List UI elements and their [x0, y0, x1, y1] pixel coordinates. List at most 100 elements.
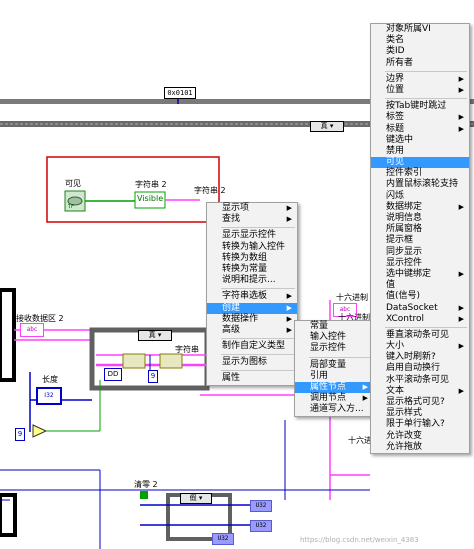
create-submenu-item[interactable]: 局部变量	[295, 360, 373, 371]
recv-string-terminal[interactable]: abc	[20, 323, 44, 337]
case-selector-top[interactable]: 真 ▾	[310, 121, 344, 132]
property-menu-item[interactable]: 同步显示	[371, 247, 469, 258]
property-menu-item[interactable]: DataSocket▶	[371, 303, 469, 314]
create-submenu: 常量输入控件显示控件局部变量引用属性节点▶调用节点▶通道写入方...	[294, 320, 374, 417]
property-menu-item[interactable]: 标题▶	[371, 124, 469, 135]
property-menu-item[interactable]: 文本▶	[371, 386, 469, 397]
create-submenu-item[interactable]: 常量	[295, 321, 373, 332]
visible-property-node[interactable]: Visible	[137, 194, 164, 203]
context-menu-item-label: 属性	[222, 373, 241, 384]
property-menu-item[interactable]: 对象所属VI	[371, 24, 469, 35]
property-menu-item-label: 闪烁	[386, 190, 405, 201]
property-menu-item[interactable]: 所属窗格	[371, 224, 469, 235]
context-menu-item[interactable]: 制作自定义类型	[207, 341, 297, 352]
property-menu-item[interactable]: XControl▶	[371, 314, 469, 325]
property-menu-item-label: 位置	[386, 84, 405, 95]
u32-terminal-2[interactable]: U32	[250, 520, 272, 532]
property-menu-item[interactable]: 启用自动换行	[371, 363, 469, 374]
property-menu-item-label: 值(信号)	[386, 291, 421, 302]
property-menu-item[interactable]: 选中键绑定▶	[371, 269, 469, 280]
hex-label-3: 十六进	[348, 436, 372, 445]
submenu-arrow-icon: ▶	[286, 204, 292, 212]
context-menu-item[interactable]: 属性	[207, 373, 297, 384]
property-menu-item[interactable]: 大小▶	[371, 341, 469, 352]
dd-constant[interactable]: DD	[104, 368, 122, 381]
create-submenu-item[interactable]: 通道写入方...	[295, 404, 373, 415]
context-menu-item[interactable]: 显示显示控件	[207, 230, 297, 241]
property-menu-item[interactable]: 禁用	[371, 146, 469, 157]
context-menu-item[interactable]: 查找▶	[207, 214, 297, 225]
property-menu-item-label: 同步显示	[386, 246, 423, 257]
property-menu-item[interactable]: 类名	[371, 35, 469, 46]
property-menu-item-label: 边界	[386, 73, 405, 84]
property-menu-item[interactable]: 数据绑定▶	[371, 202, 469, 213]
property-menu-item[interactable]: 可见	[371, 157, 469, 169]
property-menu-item-label: 显示控件	[386, 257, 423, 268]
property-menu-item-label: 选中键绑定	[386, 268, 432, 279]
context-menu-item[interactable]: 创建▶	[207, 302, 297, 314]
property-menu-item-label: 所属窗格	[386, 224, 423, 235]
property-menu-item[interactable]: 类ID	[371, 46, 469, 57]
property-menu-item[interactable]: 说明信息	[371, 213, 469, 224]
context-menu-item[interactable]: 转换为常量	[207, 264, 297, 275]
context-menu-item[interactable]: 数据操作▶	[207, 314, 297, 325]
hex-constant[interactable]: 0x0101	[164, 87, 196, 99]
property-menu-item[interactable]: 控件索引	[371, 168, 469, 179]
property-menu-item[interactable]: 显示格式可见?	[371, 397, 469, 408]
property-menu-item[interactable]: 标签▶	[371, 112, 469, 123]
property-menu-item-label: 限于单行输入?	[386, 419, 445, 430]
context-menu-item[interactable]: 说明和提示...	[207, 275, 297, 286]
numeric-9-left[interactable]: 9	[15, 428, 25, 441]
case-selector-mid[interactable]: 真 ▾	[138, 330, 172, 341]
property-menu-item[interactable]: 值(信号)	[371, 291, 469, 302]
create-submenu-item[interactable]: 输入控件	[295, 332, 373, 343]
u32-terminal-1[interactable]: U32	[250, 500, 272, 512]
context-menu-item[interactable]: 显示项▶	[207, 203, 297, 214]
property-menu-item[interactable]: 边界▶	[371, 74, 469, 85]
submenu-arrow-icon: ▶	[286, 314, 292, 323]
property-menu-item[interactable]: 显示控件	[371, 258, 469, 269]
create-submenu-item[interactable]: 引用	[295, 371, 373, 382]
context-menu-item[interactable]: 字符串选板▶	[207, 291, 297, 302]
context-menu-item[interactable]: 显示为图标	[207, 357, 297, 368]
property-menu-item[interactable]: 所有者	[371, 58, 469, 69]
context-menu-item[interactable]: 转换为输入控件	[207, 242, 297, 253]
property-menu-item-label: DataSocket	[386, 302, 438, 313]
context-menu-item-label: 查找	[222, 214, 241, 225]
create-submenu-item-label: 引用	[310, 370, 329, 381]
property-menu-item[interactable]: 垂直滚动条可见	[371, 330, 469, 341]
property-menu-item[interactable]: 显示样式	[371, 408, 469, 419]
context-menu-item[interactable]: 转换为数组	[207, 253, 297, 264]
context-menu-item-label: 转换为输入控件	[222, 241, 286, 252]
create-submenu-item[interactable]: 显示控件	[295, 343, 373, 354]
submenu-arrow-icon: ▶	[362, 394, 368, 403]
top-frame	[0, 99, 474, 104]
property-menu-item[interactable]: 按Tab键时跳过	[371, 101, 469, 112]
property-menu-item[interactable]: 键入时刷新?	[371, 352, 469, 363]
context-menu-item[interactable]: 高级▶	[207, 325, 297, 336]
property-menu-item[interactable]: 闪烁	[371, 191, 469, 202]
property-menu-item-label: XControl	[386, 313, 425, 324]
property-menu-item[interactable]: 限于单行输入?	[371, 419, 469, 430]
create-submenu-item[interactable]: 调用节点▶	[295, 393, 373, 404]
property-menu-item[interactable]: 水平滚动条可见	[371, 375, 469, 386]
property-menu-item[interactable]: 位置▶	[371, 85, 469, 96]
hex-string-terminal-1[interactable]: abc	[333, 303, 357, 317]
create-submenu-item[interactable]: 属性节点▶	[295, 381, 373, 394]
context-menu-item-label: 转换为常量	[222, 263, 268, 274]
property-menu-item[interactable]: 内置鼠标滚轮支持	[371, 179, 469, 190]
property-menu-item[interactable]: 提示框	[371, 235, 469, 246]
property-menu-item[interactable]: 值	[371, 280, 469, 291]
u32-terminal-3[interactable]: U32	[212, 533, 234, 545]
numeric-9-mid[interactable]: 9	[148, 370, 158, 383]
case-selector-bottom[interactable]: 假 ▾	[180, 493, 212, 504]
length-terminal[interactable]: I32	[36, 387, 62, 405]
property-menu-item[interactable]: 允许改变	[371, 431, 469, 442]
case-selector-bottom-label: 假	[189, 494, 197, 502]
property-menu-item-label: 显示格式可见?	[386, 397, 445, 407]
property-menu-item[interactable]: 允许拖放	[371, 442, 469, 453]
property-menu-item[interactable]: 键选中	[371, 135, 469, 146]
property-menu-item-label: 类名	[386, 35, 405, 46]
